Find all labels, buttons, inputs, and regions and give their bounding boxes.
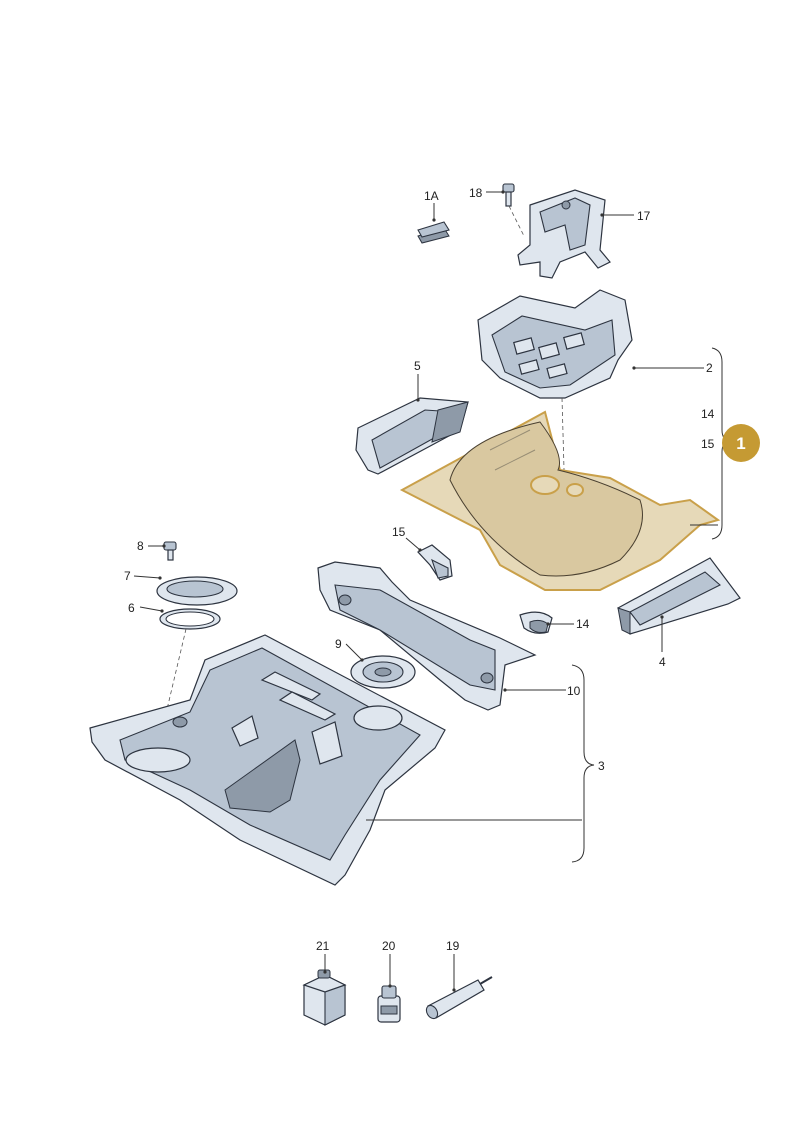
part-17-bracket[interactable] <box>517 189 611 279</box>
callout-10[interactable]: 10 <box>567 684 581 698</box>
part-9-speaker[interactable] <box>350 655 416 689</box>
part-21-container[interactable] <box>302 969 347 1026</box>
part-18-bolt[interactable] <box>502 183 525 237</box>
part-5-side-bracket[interactable] <box>355 397 469 475</box>
callout-14-upper[interactable]: 14 <box>701 407 715 421</box>
part-15-small-bracket[interactable] <box>417 544 453 581</box>
callout-19[interactable]: 19 <box>446 939 460 953</box>
callout-3[interactable]: 3 <box>598 759 605 773</box>
callout-8[interactable]: 8 <box>137 539 144 553</box>
callout-18[interactable]: 18 <box>469 186 483 200</box>
part-3-floor-pan[interactable] <box>89 634 446 886</box>
part-8-screw[interactable] <box>163 541 177 561</box>
part-19-tube[interactable] <box>424 976 493 1021</box>
part-4-side-rail[interactable] <box>617 557 741 635</box>
part-1a-pad[interactable] <box>417 221 450 244</box>
callout-6[interactable]: 6 <box>128 601 135 615</box>
callout-15-upper[interactable]: 15 <box>701 437 715 451</box>
part-6-seal-ring[interactable] <box>154 608 221 761</box>
leader-lines <box>133 190 718 992</box>
callout-15-lower[interactable]: 15 <box>392 525 406 539</box>
callout-4[interactable]: 4 <box>659 655 666 669</box>
callout-20[interactable]: 20 <box>382 939 396 953</box>
brace-group-3 <box>571 664 595 863</box>
callout-1a[interactable]: 1A <box>424 189 439 203</box>
part-10-cross-member[interactable] <box>317 561 537 711</box>
part-7-gasket-plate[interactable] <box>156 576 238 606</box>
callout-17[interactable]: 17 <box>637 209 651 223</box>
callout-14-lower[interactable]: 14 <box>576 617 590 631</box>
part-20-bottle[interactable] <box>377 985 401 1023</box>
part-1-spare-wheel-well[interactable] <box>399 410 721 591</box>
callout-9[interactable]: 9 <box>335 637 342 651</box>
part-2-floor-section[interactable] <box>477 289 633 541</box>
highlight-badge[interactable]: 1 <box>722 424 760 462</box>
callout-labels: 1A 18 17 2 14 15 5 15 8 7 6 14 4 9 10 3 … <box>124 186 715 953</box>
badge-label: 1 <box>736 434 745 453</box>
callout-21[interactable]: 21 <box>316 939 330 953</box>
part-14-support[interactable] <box>519 611 553 634</box>
callout-2[interactable]: 2 <box>706 361 713 375</box>
callout-5[interactable]: 5 <box>414 359 421 373</box>
callout-7[interactable]: 7 <box>124 569 131 583</box>
